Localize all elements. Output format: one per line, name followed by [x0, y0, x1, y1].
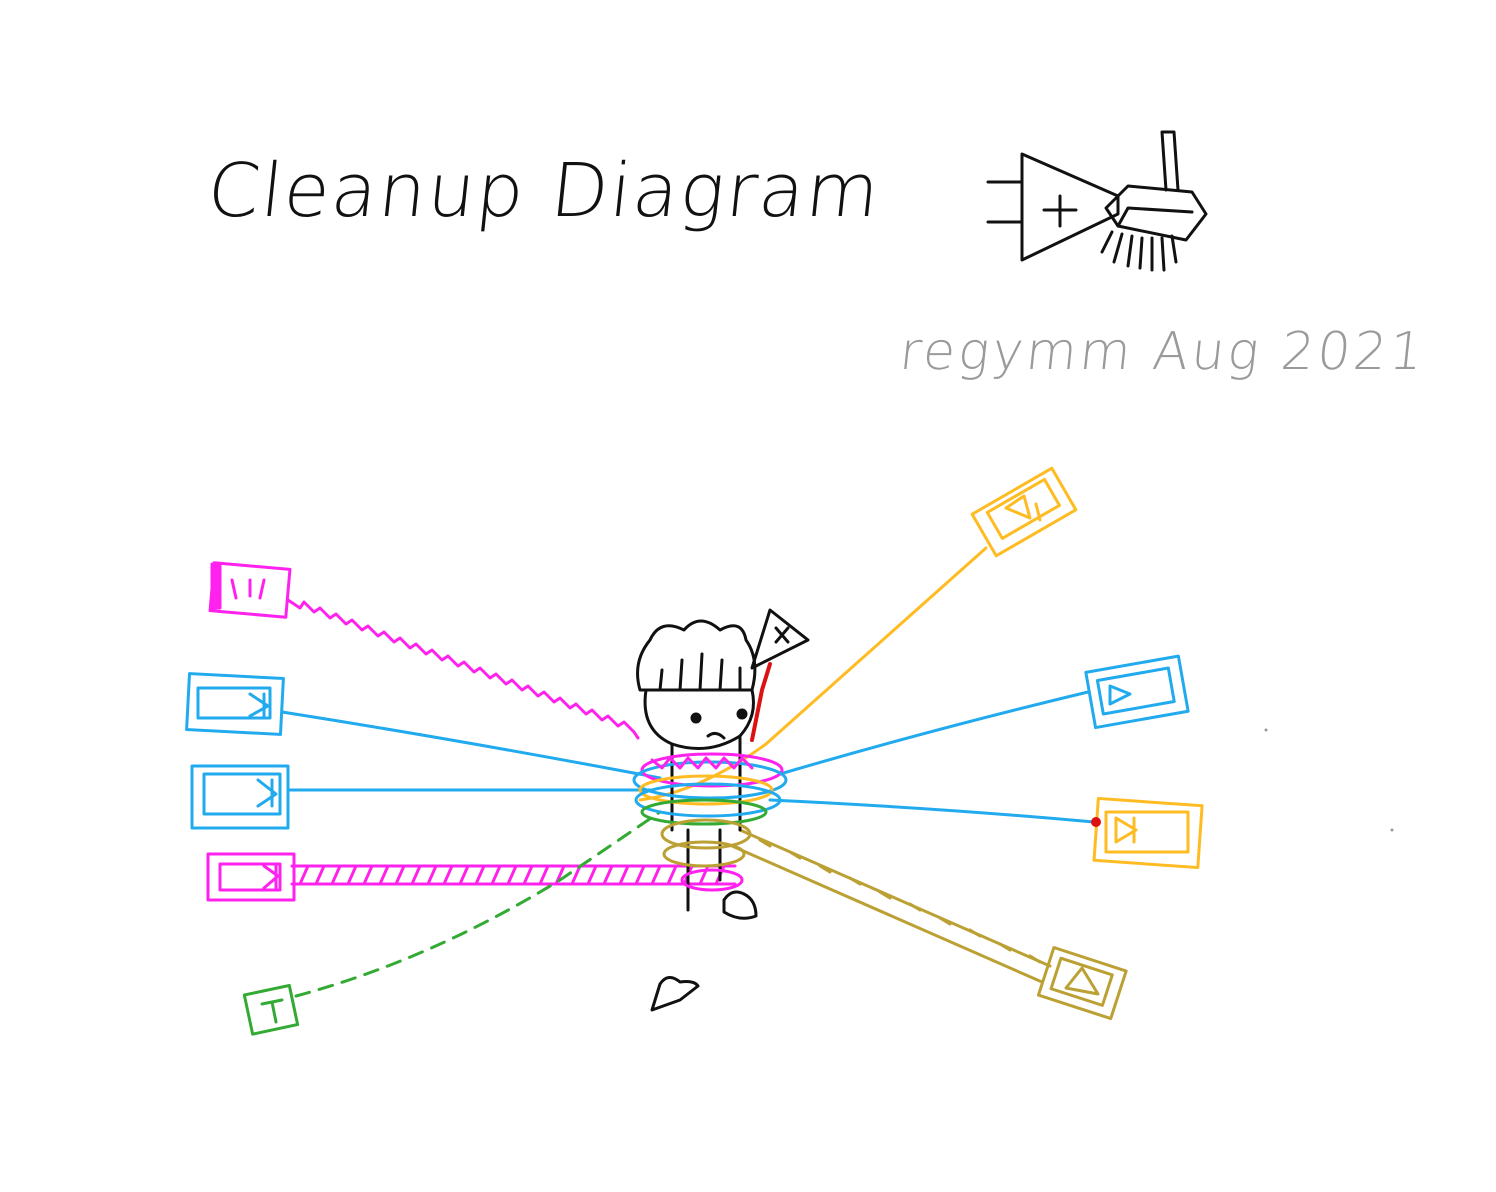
magenta-terminal-top	[208, 561, 292, 619]
orange-terminal-top	[970, 466, 1078, 558]
magenta-terminal-bus	[206, 852, 296, 902]
magenta-wavy-wire	[286, 598, 640, 740]
blue-terminal-right	[1084, 654, 1190, 730]
multiply-flag-icon	[750, 608, 810, 670]
green-dashed-wire	[294, 810, 662, 998]
tangle-rings	[632, 752, 788, 892]
blue-wires	[280, 690, 1096, 824]
green-terminal	[242, 983, 300, 1036]
olive-chain-wire	[730, 828, 1052, 984]
red-error-mark	[750, 662, 772, 742]
add-and-clean-broom-icon	[986, 130, 1208, 272]
speck-1	[1264, 728, 1268, 732]
blue-terminal-1	[185, 672, 285, 736]
olive-terminal	[1036, 946, 1128, 1021]
magenta-bus-wire	[290, 864, 737, 886]
speck-2	[1390, 828, 1394, 832]
blue-terminal-2	[190, 764, 290, 830]
orange-terminal-right	[1091, 796, 1204, 870]
